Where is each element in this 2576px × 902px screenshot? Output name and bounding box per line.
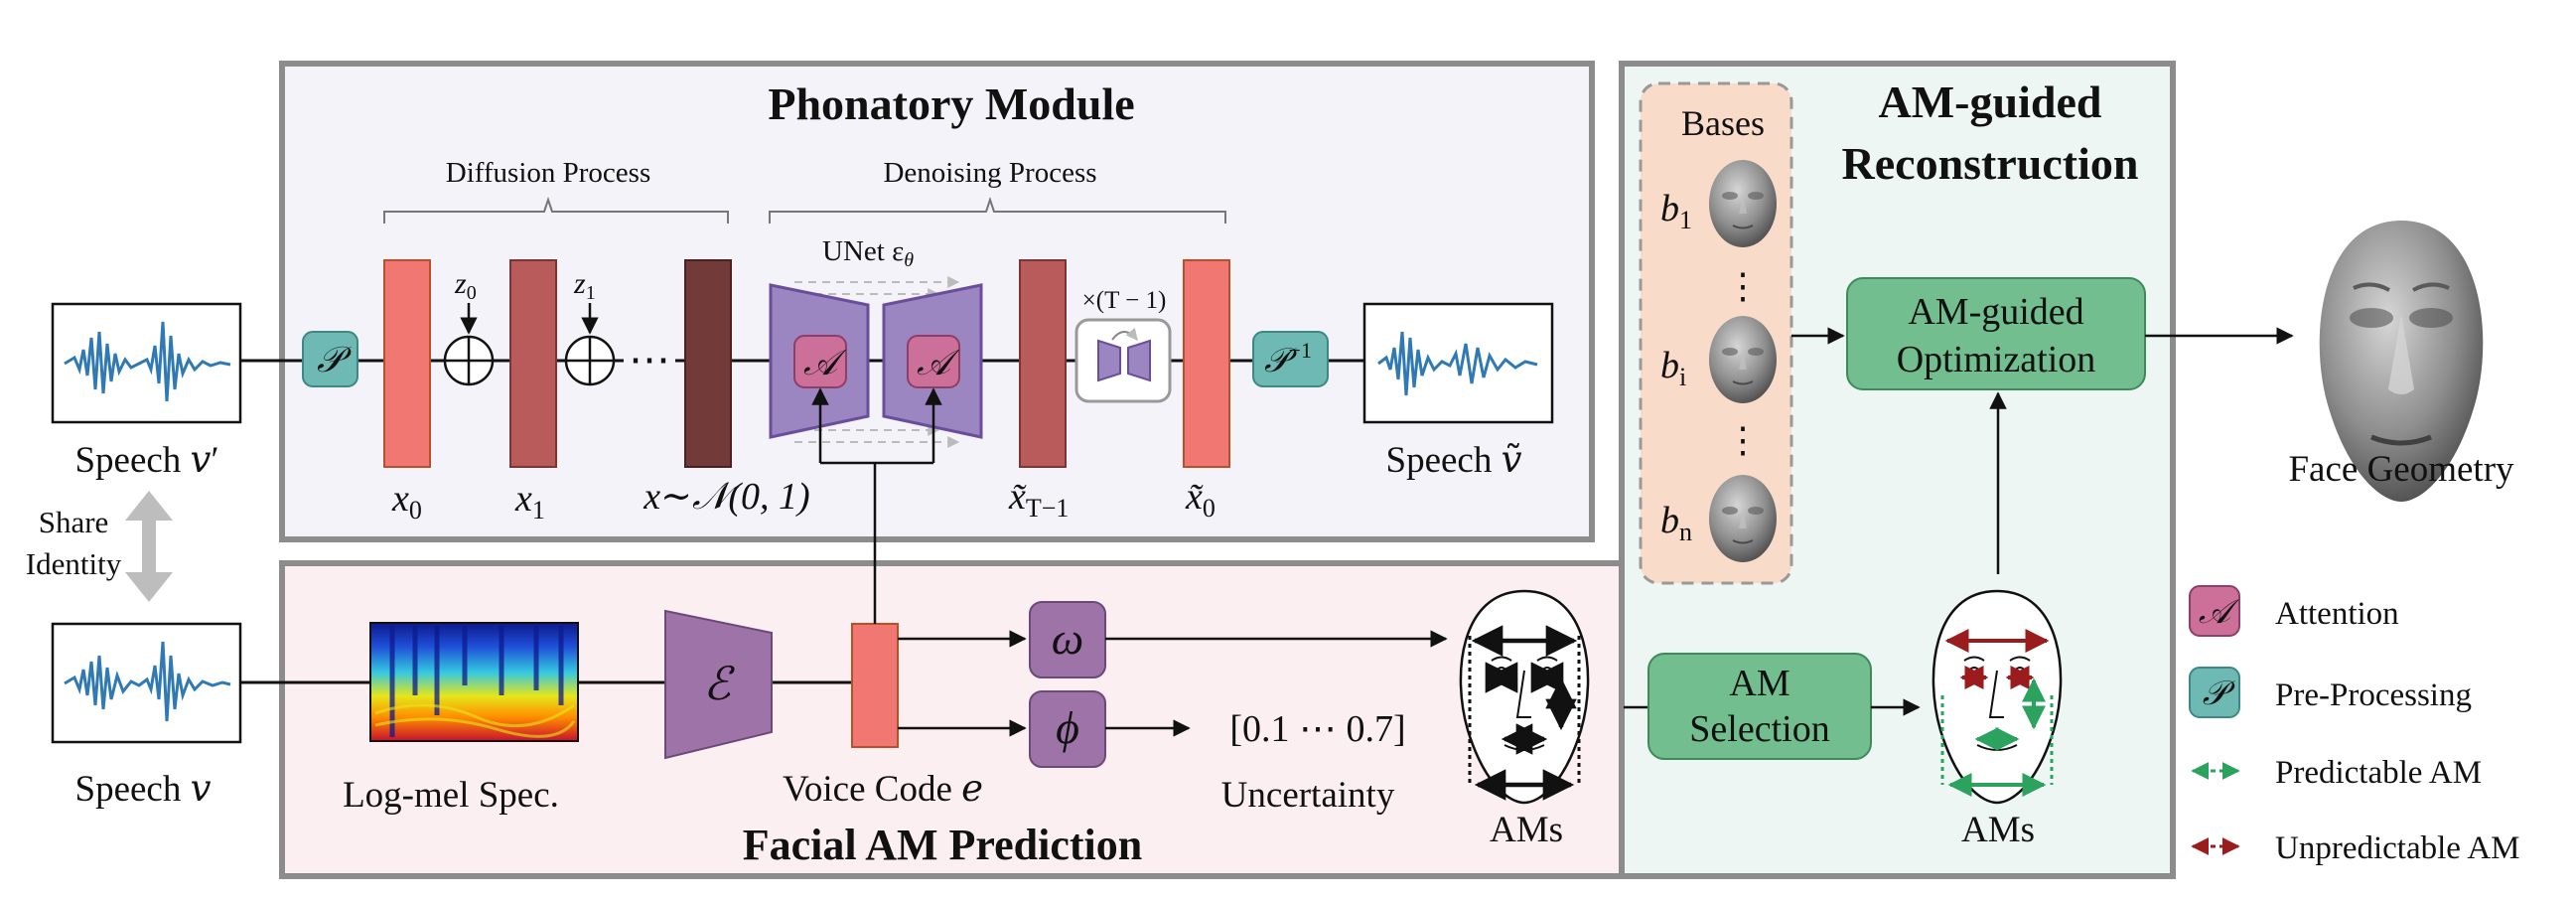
share-identity-label-line1: Share (39, 505, 109, 539)
repeat-unet-icon (1097, 339, 1151, 382)
speech-v-waveform (64, 641, 231, 722)
voice-code-block (851, 623, 899, 748)
xt0-label: x̃0 (1185, 476, 1216, 523)
xT-minus-1-block (1019, 259, 1067, 468)
phi-symbol: ϕ (1056, 702, 1079, 753)
speech-v-label: Speech 𝑣 (75, 769, 212, 810)
phonatory-module-title: Phonatory Module (768, 78, 1134, 129)
encoder-block (664, 609, 773, 760)
speech-v-prime-box (51, 302, 242, 424)
diffusion-brace (383, 196, 729, 224)
speech-v-prime-waveform (64, 321, 231, 402)
legend-attention-swatch (2189, 585, 2240, 637)
base-bi-face (1708, 315, 1778, 404)
x0-label: x0 (391, 478, 422, 525)
z1-label: z1 (573, 267, 596, 304)
selected-ams-label: AMs (1961, 810, 2035, 850)
xN-block (684, 259, 732, 468)
legend-preprocessing-swatch (2189, 667, 2240, 718)
face-geometry-render (2319, 221, 2484, 502)
bases-dots-2: ⋮ (1725, 420, 1761, 460)
base-bn-label: bn (1660, 500, 1692, 546)
reconstruction-title-line1: AM-guided (1879, 76, 2102, 127)
legend-attention-label: Attention (2275, 596, 2399, 632)
x0-block (383, 259, 431, 468)
voice-code-label: Voice Code 𝑒 (783, 769, 983, 810)
legend-unpredictable-label: Unpredictable AM (2275, 830, 2520, 866)
reconstruction-title-line2: Reconstruction (1842, 138, 2139, 189)
attention-block-2 (907, 335, 960, 388)
optimization-label-line2: Optimization (1897, 339, 2096, 380)
speech-v-tilde-waveform (1377, 331, 1538, 396)
inverse-preprocessing-block (1252, 331, 1329, 387)
legend-predictable-label: Predictable AM (2275, 755, 2482, 791)
denoising-process-label: Denoising Process (883, 157, 1096, 189)
xN-label: x∼𝒩(0, 1) (643, 476, 809, 518)
noise-add-1 (564, 335, 616, 386)
facial-am-prediction-title: Facial AM Prediction (743, 821, 1142, 869)
base-bn-face (1708, 474, 1778, 563)
base-b1-face (1708, 159, 1778, 248)
omega-symbol: ω (1052, 613, 1083, 664)
z0-label: z0 (454, 267, 477, 304)
predicted-ams-face (1459, 589, 1590, 805)
voice-code-to-attention-connector (811, 387, 942, 624)
denoising-brace (769, 196, 1226, 224)
noise-add-0 (443, 335, 495, 386)
repeat-cycle-icon (1111, 327, 1138, 341)
speech-v-tilde-label: Speech 𝑣̃ (1386, 440, 1522, 481)
legend-preprocessing-label: Pre-Processing (2275, 677, 2472, 713)
repeat-label: ×(T − 1) (1082, 287, 1167, 314)
face-geometry-label: Face Geometry (2288, 449, 2514, 490)
base-bi-label: bi (1660, 345, 1686, 391)
uncertainty-values: [0.1 ⋯ 0.7] (1229, 708, 1405, 750)
am-selection-label-line2: Selection (1689, 708, 1829, 750)
predicted-ams-label: AMs (1490, 810, 1563, 850)
share-identity-arrow (125, 491, 173, 602)
x1-block (509, 259, 557, 468)
selected-ams-face (1932, 589, 2063, 805)
share-identity-label-line2: Identity (26, 546, 122, 581)
unet-skip-arrows (794, 276, 960, 448)
preprocessing-block (302, 331, 358, 387)
uncertainty-label: Uncertainty (1221, 775, 1395, 816)
xt0-block (1183, 259, 1230, 468)
logmel-label: Log-mel Spec. (343, 775, 559, 816)
speech-v-prime-label: Speech 𝑣′ (74, 440, 218, 481)
unet-label: UNet εθ (822, 235, 914, 271)
diffusion-process-label: Diffusion Process (446, 157, 650, 189)
ellipsis-mask (624, 344, 675, 377)
ellipsis: ⋯ (629, 338, 670, 383)
am-guided-optimization-box (1846, 277, 2146, 390)
base-b1-label: b1 (1660, 188, 1692, 234)
bases-dots-1: ⋮ (1725, 266, 1761, 306)
xT-minus-1-label: x̃T−1 (1008, 476, 1069, 523)
bases-label: Bases (1681, 103, 1765, 143)
attention-block-1 (793, 335, 847, 388)
logmel-spectrogram (369, 622, 579, 742)
optimization-label-line1: AM-guided (1908, 291, 2083, 333)
am-selection-label-line1: AM (1729, 663, 1789, 704)
x1-label: x1 (514, 478, 545, 525)
encoder-symbol: ℰ (703, 659, 735, 709)
